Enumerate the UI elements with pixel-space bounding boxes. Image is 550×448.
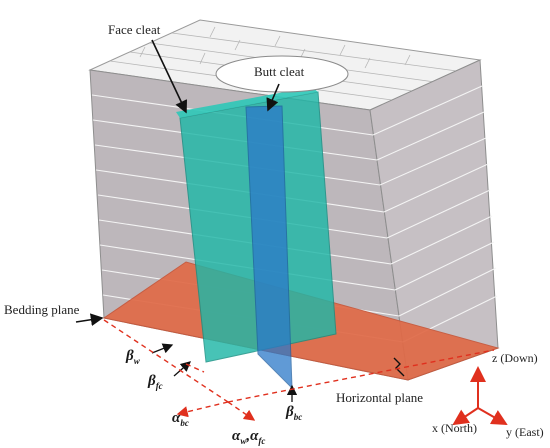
horizontal-plane-label: Horizontal plane: [336, 390, 423, 405]
beta-bc-symbol: βbc: [285, 404, 302, 422]
bedding-plane-pointer: [75, 313, 104, 327]
butt-cleat-label: Butt cleat: [254, 64, 305, 79]
butt-cleat-pointer: [266, 83, 280, 112]
beta-fc-symbol: βfc: [147, 373, 163, 391]
butt-cleat-ellipse: [215, 55, 349, 93]
beta-w-arrow: [151, 343, 174, 354]
alpha-bc-symbol: αbc: [172, 410, 189, 428]
horizontal-plane-squiggle: [393, 357, 405, 377]
alpha-w-fc-symbol: αw,αfc: [232, 428, 265, 446]
red-dashed-references: [103, 319, 495, 421]
z-axis-label: z (Down): [492, 351, 538, 365]
y-axis-label: y (East): [506, 425, 544, 439]
y-axis: [477, 407, 508, 425]
face-cleat-label: Face cleat: [108, 22, 161, 37]
bedding-plane-label: Bedding plane: [4, 302, 80, 317]
face-cleat-top-edge: [176, 87, 318, 118]
x-axis-label: x (North): [432, 421, 477, 435]
x-axis: [452, 407, 479, 426]
face-cleat-pointer: [151, 39, 188, 114]
coordinate-axes: [452, 366, 508, 426]
beta-w-symbol: βw: [125, 348, 141, 366]
